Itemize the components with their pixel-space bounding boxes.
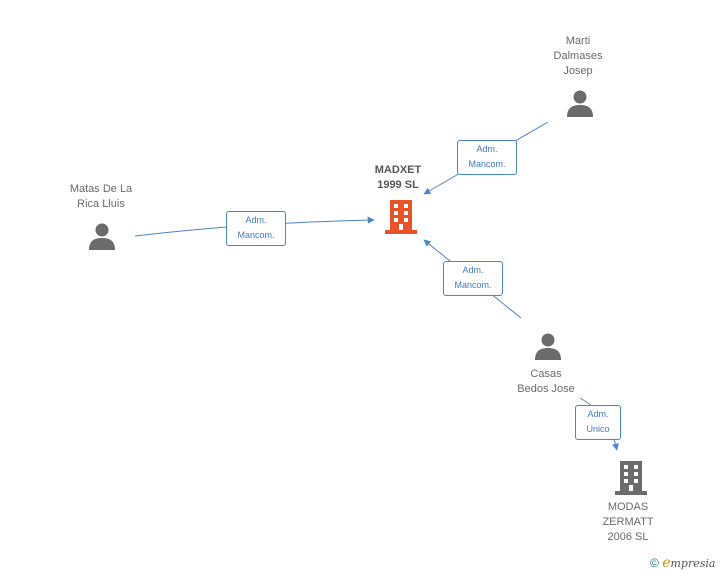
brand-name: mpresia: [670, 557, 716, 570]
person-icon[interactable]: [566, 89, 594, 117]
person-icon[interactable]: [88, 222, 116, 250]
node-label-matas[interactable]: Matas De La Rica Lluis: [69, 183, 133, 210]
node-label-marti[interactable]: Marti Dalmases Josep: [553, 35, 603, 77]
building-icon[interactable]: [615, 461, 647, 495]
building-icon[interactable]: [385, 200, 417, 234]
edge-label-casas-modas[interactable]: Adm. Unico: [575, 405, 621, 440]
edge-label-marti-center[interactable]: Adm. Mancom.: [457, 140, 517, 175]
node-label-modas[interactable]: MODAS ZERMATT 2006 SL: [602, 501, 654, 543]
node-label-madxet[interactable]: MADXET 1999 SL: [374, 164, 422, 191]
empresia-watermark: © empresia: [650, 555, 715, 571]
copyright-symbol: ©: [650, 556, 659, 570]
edge-label-casas-center[interactable]: Adm. Mancom.: [443, 261, 503, 296]
person-icon[interactable]: [534, 332, 562, 360]
brand-initial: e: [662, 555, 671, 571]
node-label-casas[interactable]: Casas Bedos Jose: [517, 368, 575, 395]
edge-label-matas-center[interactable]: Adm. Mancom.: [226, 211, 286, 246]
